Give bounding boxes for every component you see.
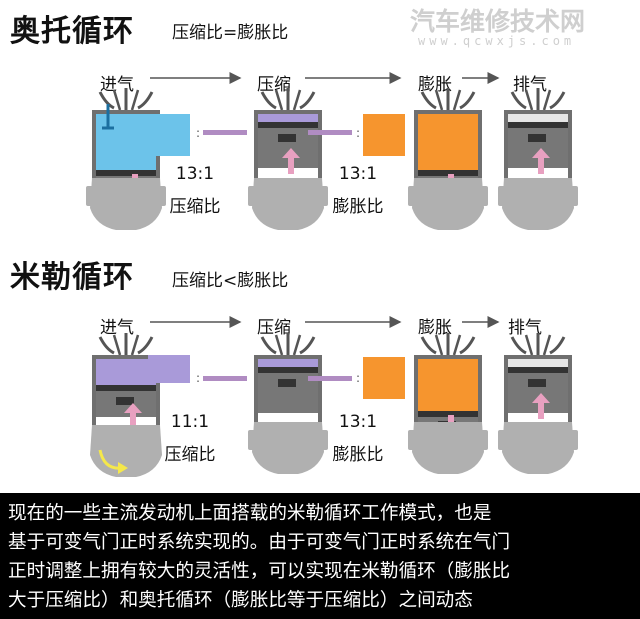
miller-expansion-volume-block xyxy=(363,357,405,399)
otto-stage-compression: 压缩 xyxy=(257,75,291,95)
svg-text::: : xyxy=(196,126,200,140)
otto-compression-crank xyxy=(248,178,328,230)
otto-stage-expansion: 膨胀 xyxy=(418,75,452,95)
caption-line-4: 大于压缩比）和奥托循环（膨胀比等于压缩比）之间动态 xyxy=(8,590,473,611)
caption-line-3: 正时调整上拥有较大的灵活性，可以实现在米勒循环（膨胀比 xyxy=(8,561,511,582)
otto-subtitle: 压缩比=膨胀比 xyxy=(172,23,289,43)
miller-expansion-label: 膨胀比 xyxy=(332,445,384,465)
otto-compressed-bar xyxy=(203,130,247,135)
miller-stage-expansion: 膨胀 xyxy=(418,318,452,338)
miller-expansion-ratio: 13:1 xyxy=(338,412,378,432)
miller-compression-crank xyxy=(248,422,328,474)
miller-exhaust-crank xyxy=(498,422,578,474)
otto-exhaust-engine xyxy=(502,86,574,207)
caption-line-2: 基于可变气门正时系统实现的。由于可变气门正时系统在气门 xyxy=(8,532,511,553)
miller-stage-compression: 压缩 xyxy=(257,318,291,338)
miller-exhaust-engine xyxy=(502,331,574,452)
miller-compressed-bar xyxy=(203,376,247,381)
miller-intake-engine xyxy=(90,331,162,452)
otto-intake-crank xyxy=(86,178,166,230)
otto-expansion-crank xyxy=(408,178,488,230)
cycle-diagram: : : xyxy=(86,72,578,477)
svg-text::: : xyxy=(356,126,360,140)
otto-expansion-bar xyxy=(308,130,352,135)
otto-intake-volume-block xyxy=(148,114,190,156)
miller-intake-volume-block xyxy=(148,355,190,383)
miller-stage-exhaust: 排气 xyxy=(508,318,542,338)
svg-text::: : xyxy=(196,371,200,385)
otto-exhaust-crank xyxy=(498,178,578,230)
miller-title: 米勒循环 xyxy=(10,260,134,295)
otto-expansion-label: 膨胀比 xyxy=(332,197,384,217)
watermark-text: 汽车维修技术网 xyxy=(410,7,586,36)
watermark-url: www.qcwxjs.com xyxy=(418,34,576,48)
svg-text::: : xyxy=(356,371,360,385)
miller-compression-ratio: 11:1 xyxy=(170,412,210,432)
miller-expansion-crank xyxy=(408,422,488,474)
otto-expansion-volume-block xyxy=(363,114,405,156)
caption-panel: 现在的一些主流发动机上面搭载的米勒循环工作模式，也是 基于可变气门正时系统实现的… xyxy=(0,493,640,619)
otto-compression-label: 压缩比 xyxy=(169,197,221,217)
miller-expansion-bar xyxy=(308,376,352,381)
otto-compression-ratio: 13:1 xyxy=(175,164,215,184)
miller-subtitle: 压缩比<膨胀比 xyxy=(172,271,289,291)
miller-compression-label: 压缩比 xyxy=(164,445,216,465)
otto-title: 奥托循环 xyxy=(10,14,134,49)
caption-line-1: 现在的一些主流发动机上面搭载的米勒循环工作模式，也是 xyxy=(8,503,492,524)
otto-expansion-ratio: 13:1 xyxy=(338,164,378,184)
